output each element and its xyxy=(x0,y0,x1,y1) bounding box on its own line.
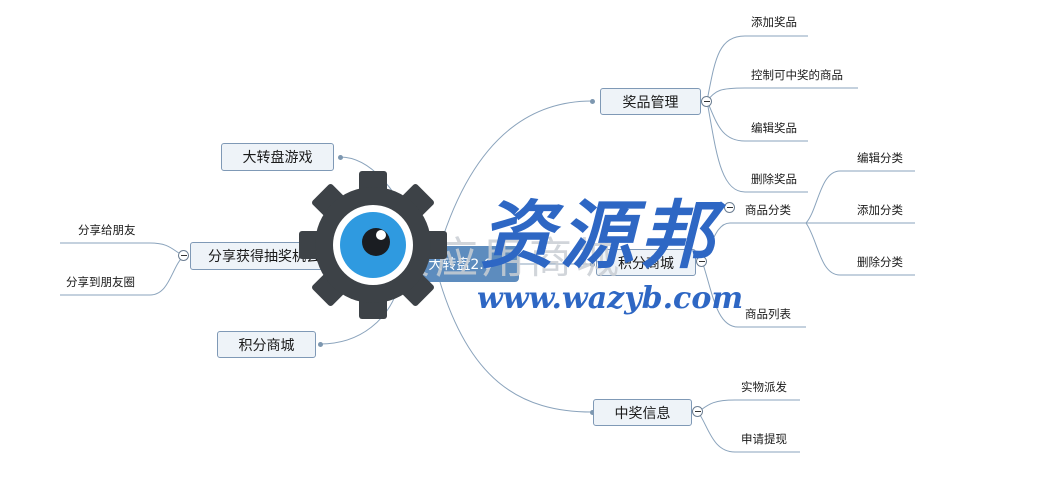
node-wheel-game[interactable]: 大转盘游戏 xyxy=(221,143,334,171)
connector-dot xyxy=(338,155,343,160)
watermark-brand-text: 资源邦 xyxy=(480,193,720,279)
collapse-toggle-icon[interactable] xyxy=(178,250,189,261)
leaf-delete-prize[interactable]: 删除奖品 xyxy=(751,172,797,186)
collapse-toggle-icon[interactable] xyxy=(696,256,707,267)
leaf-share-moments[interactable]: 分享到朋友圈 xyxy=(66,275,135,289)
watermark-url-text: www.wazyb.com xyxy=(477,281,744,316)
leaf-add-prize[interactable]: 添加奖品 xyxy=(751,15,797,29)
connector-root-prize xyxy=(439,100,593,247)
node-label: 积分商城 xyxy=(238,337,295,354)
leaf-edit-category[interactable]: 编辑分类 xyxy=(857,151,903,165)
node-points-mall-left[interactable]: 积分商城 xyxy=(217,331,316,358)
leaf-product-list[interactable]: 商品列表 xyxy=(745,307,791,321)
collapse-toggle-icon[interactable] xyxy=(701,96,712,107)
node-label: 分享获得抽奖机会 xyxy=(208,249,320,265)
node-label: 奖品管理 xyxy=(622,94,679,111)
collapse-toggle-icon[interactable] xyxy=(724,202,735,213)
leaf-add-category[interactable]: 添加分类 xyxy=(857,203,903,217)
leaf-withdraw[interactable]: 申请提现 xyxy=(741,432,787,446)
node-points-mall-right[interactable]: 积分商城 xyxy=(596,249,696,276)
connector-dot xyxy=(318,342,323,347)
leaf-physical-delivery[interactable]: 实物派发 xyxy=(741,380,787,394)
gear-eye-logo-icon xyxy=(299,171,447,319)
node-label: 积分商城 xyxy=(618,255,674,272)
node-label: 中奖信息 xyxy=(614,405,671,422)
leaf-share-friend[interactable]: 分享给朋友 xyxy=(78,223,136,237)
leaf-edit-prize[interactable]: 编辑奖品 xyxy=(751,121,797,135)
collapse-toggle-icon[interactable] xyxy=(692,406,703,417)
connector-root-winning xyxy=(439,281,593,413)
connector-dot xyxy=(590,262,595,267)
leaf-delete-category[interactable]: 删除分类 xyxy=(857,255,903,269)
connector-dot xyxy=(590,410,595,415)
leaf-control-winnable[interactable]: 控制可中奖的商品 xyxy=(751,68,843,82)
connector-dot xyxy=(590,99,595,104)
node-prize-management[interactable]: 奖品管理 xyxy=(600,88,701,115)
node-winning-info[interactable]: 中奖信息 xyxy=(593,399,692,426)
root-label: 大转盘2.0 xyxy=(428,257,493,273)
node-label: 大转盘游戏 xyxy=(242,150,313,166)
leaf-product-category[interactable]: 商品分类 xyxy=(745,203,791,217)
